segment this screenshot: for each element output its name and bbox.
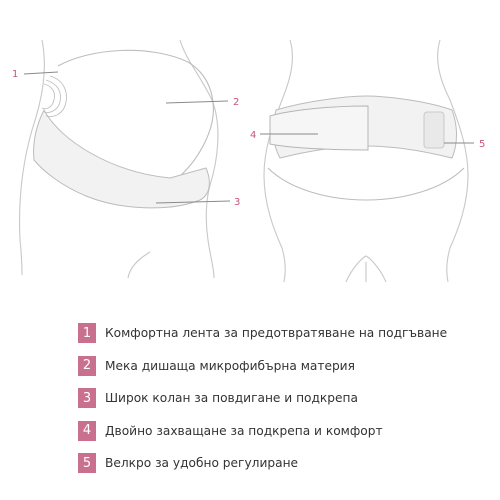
feature-legend: 1 Комфортна лента за предотвратяване на … — [78, 322, 498, 485]
legend-badge-2: 2 — [78, 355, 96, 376]
legend-text-2: Мека дишаща микрофибърна материя — [105, 358, 355, 373]
legend-text-5: Велкро за удобно регулиране — [105, 456, 299, 470]
legend-text-3: Широк колан за повдигане и подкрепа — [105, 391, 358, 405]
legend-item-1: 1 Комфортна лента за предотвратяване на … — [78, 322, 498, 344]
callout-3: 3 — [234, 197, 240, 208]
callout-5: 5 — [479, 139, 485, 150]
leader-line-3 — [155, 200, 231, 204]
leader-line-2 — [165, 100, 229, 104]
legend-badge-5: 5 — [78, 453, 96, 473]
legend-item-2: 2 Мека дишаща микрофибърна материя — [78, 355, 498, 377]
side-belt-band — [33, 108, 210, 209]
back-view-figure — [263, 39, 469, 283]
callout-1: 1 — [12, 69, 18, 80]
maternity-belt-illustration: 1 2 3 4 5 — [12, 39, 485, 283]
legend-item-3: 3 Широк колан за повдигане и подкрепа — [78, 387, 498, 409]
legend-item-4: 4 Двойно захващане за подкрепа и комфорт — [78, 420, 498, 442]
legend-text-1: Комфортна лента за предотвратяване на по… — [105, 326, 448, 340]
velcro-panel — [423, 111, 445, 149]
legend-badge-1: 1 — [78, 323, 96, 343]
callout-4: 4 — [250, 130, 256, 141]
leader-line-1 — [23, 71, 59, 75]
legend-badge-4: 4 — [78, 420, 96, 441]
legend-item-5: 5 Велкро за удобно регулиране — [78, 452, 498, 474]
comfort-band-ridges — [41, 75, 67, 117]
double-grip-strap — [269, 105, 369, 151]
legend-text-4: Двойно захващане за подкрепа и комфорт — [105, 423, 383, 438]
legend-badge-3: 3 — [78, 388, 96, 408]
callout-2: 2 — [233, 97, 239, 108]
